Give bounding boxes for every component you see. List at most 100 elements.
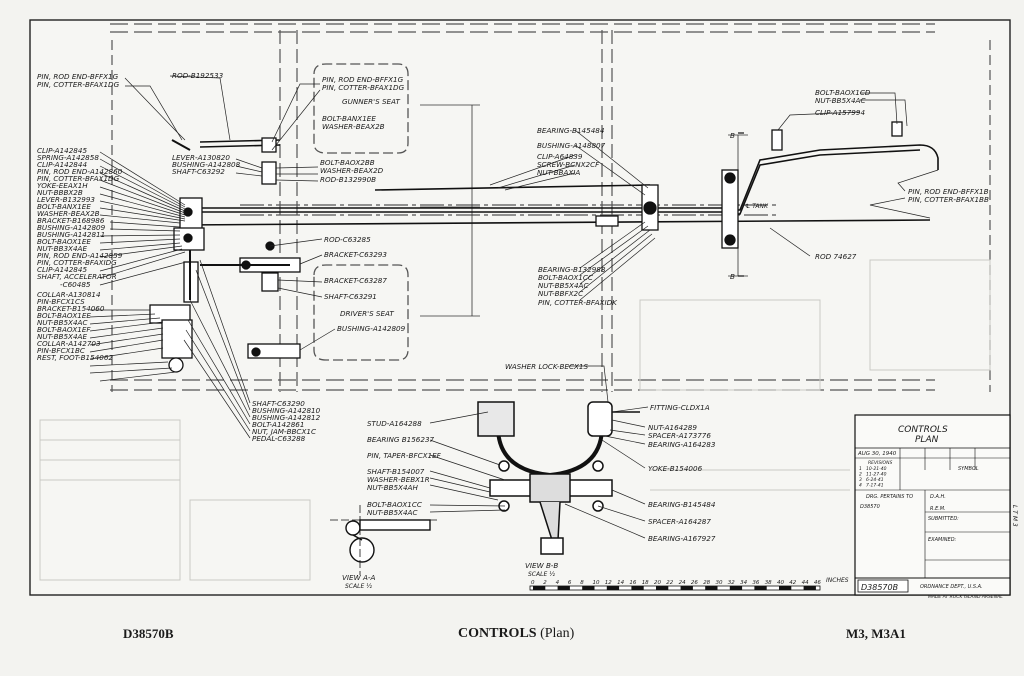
revision-date: 6-24-41	[866, 477, 884, 483]
label-tank-centerline: ℄ TANK	[745, 203, 769, 210]
title-dwg-number: D38570B	[861, 583, 898, 592]
scale-tick-label: 2	[543, 580, 547, 586]
label-view-bb: VIEW B-B	[525, 561, 558, 570]
label-bushing-a142809: BUSHING-A142809	[37, 223, 106, 232]
scale-tick-label: 30	[716, 580, 723, 586]
label-bolt-banx1ee: BOLT-BANX1EE	[37, 202, 91, 211]
label-washer-beax2b: WASHER-BEAX2B	[37, 209, 100, 218]
label-bushing-a142810: BUSHING-A142810	[252, 406, 321, 415]
label-washer-beax2d: WASHER-BEAX2D	[320, 166, 384, 175]
scale-tick-label: 20	[654, 580, 661, 586]
scale-tick-label: 4	[556, 580, 560, 586]
view-aa-detail	[330, 505, 440, 575]
title-dept: ORDNANCE DEPT., U.S.A.	[920, 584, 983, 590]
scale-tick-label: 6	[568, 580, 572, 586]
label-spring-a142858: SPRING-A142858	[37, 153, 99, 162]
revision-date: 7-17-41	[866, 483, 884, 489]
label-bearing-b145484: BEARING-B145484	[537, 126, 605, 135]
center-bearing-cluster	[595, 121, 903, 249]
caption-title: CONTROLS (Plan)	[458, 626, 574, 642]
scale-tick-label: 12	[605, 580, 612, 586]
caption-title-main: CONTROLS	[458, 626, 537, 641]
label-yoke-b154006: YOKE-B154006	[648, 464, 703, 473]
label-pin-rod-end-a142860: PIN, ROD END-A142860	[37, 167, 123, 176]
title-line-1: CONTROLS	[898, 425, 948, 435]
scale-bar-segments	[533, 586, 816, 590]
scale-bar-segment	[606, 586, 620, 590]
label-bearing-a164283: BEARING-A164283	[648, 440, 716, 449]
scale-bar-segment	[729, 586, 743, 590]
title-symbol: SYMBOL	[958, 466, 979, 472]
label-washer-beax2b-c: WASHER-BEAX2B	[322, 122, 385, 131]
label-shaft-c63291: SHAFT-C63291	[324, 292, 377, 301]
label-collar-a142703: COLLAR-A142703	[37, 339, 101, 348]
left-part-labels: PIN, ROD END-BFFX1G PIN, COTTER-BFAX1DG …	[37, 71, 224, 362]
label-bolt-baox1ef: BOLT-BAOX1EF	[37, 325, 91, 334]
label-shaft-accelerator: SHAFT, ACCELERATOR	[37, 272, 117, 281]
label-yoke-eeax1h: YOKE-EEAX1H	[37, 181, 88, 190]
label-bushing-a142811: BUSHING-A142811	[37, 230, 105, 239]
gunners-seat-outline	[313, 63, 409, 154]
title-drawn-by: D.A.H.	[930, 494, 946, 500]
label-pin-bfcx1bc: PIN-BFCX1BC	[37, 346, 85, 355]
label-bracket-c63287: BRACKET-C63287	[324, 276, 387, 285]
label-bolt-baox1cc: BOLT-BAOX1CC	[538, 273, 593, 282]
drivers-seat-outline	[313, 264, 409, 361]
label-nut-bb5x4ac-r: NUT-BB5X4AC	[815, 96, 865, 105]
label-bearing-b156237: BEARING B156237	[367, 435, 435, 444]
revision-date: 11-27-40	[866, 472, 887, 478]
faded-background-detail	[39, 259, 991, 581]
label-pin-cotter-bfaxidg: PIN, COTTER-BFAXIDG	[37, 258, 117, 267]
title-checked-by: R.E.M.	[930, 506, 946, 512]
scale-tick-label: 0	[531, 580, 535, 586]
label-bolt-a142861: BOLT-A142861	[252, 420, 304, 429]
label-drivers-seat: DRIVER'S SEAT	[340, 309, 394, 318]
label-clip-a142845-b: CLIP-A142845	[37, 265, 87, 274]
label-screw-bcnx2cf: SCREW-BCNX2CF	[537, 160, 600, 169]
label-clip-a142845: CLIP-A142845	[37, 146, 87, 155]
label-shaft-c63290: SHAFT-C63290	[252, 399, 305, 408]
label-inches: INCHES	[826, 577, 849, 584]
label-nut-bb5x4ac-c: NUT-BB5X4AC	[538, 281, 588, 290]
scale-tick-label: 40	[777, 580, 784, 586]
label-bolt-baox1ee: BOLT-BAOX1EE	[37, 237, 91, 246]
label-pin-taper-bfcx1ef: PIN, TAPER-BFCX1EF	[367, 451, 442, 460]
scale-bar-segment	[680, 586, 693, 590]
label-spacer-a164287: SPACER-A164287	[648, 517, 711, 526]
label-shaft-c63292: SHAFT-C63292	[172, 167, 225, 176]
label-pin-cotter-bfax1dg: PIN, COTTER-BFAX1DG	[37, 80, 120, 89]
label-clip-a64839: CLIP-A64839	[537, 152, 583, 161]
label-nut-bb5x4ah: NUT-BB5X4AH	[367, 483, 418, 492]
left-linkage-cluster	[149, 137, 301, 373]
label-view-aa: VIEW A-A	[342, 573, 375, 582]
label-bearing-b145484-v: BEARING-B145484	[648, 500, 716, 509]
scale-bar-segment	[582, 586, 595, 590]
label-rod-b192533: ROD-B192533	[172, 71, 224, 80]
label-bushing-a142812: BUSHING-A142812	[252, 413, 321, 422]
label-bushing-a142808: BUSHING-A142808	[172, 160, 241, 169]
label-clip-a142844: CLIP-A142844	[37, 160, 87, 169]
label-nut-jam-bbcx1c: NUT, JAM-BBCX1C	[252, 427, 316, 436]
label-nut-bbfx2c: NUT-BBFX2C	[538, 289, 583, 298]
label-bushing-a142809-c: BUSHING-A142809	[337, 324, 406, 333]
title-pertains-number: D38570	[860, 504, 880, 510]
label-pedal-c63288: PEDAL-C63288	[252, 434, 306, 443]
label-rest-foot-b154062: REST, FOOT-B154062	[37, 353, 113, 362]
label-bolt-baox1cc-v: BOLT-BAOX1CC	[367, 500, 422, 509]
center-right-part-labels: BEARING-B145484 BUSHING-A148807 CLIP-A64…	[537, 126, 769, 307]
label-nut-bb3x4ae: NUT-BB3X4AE	[37, 244, 87, 253]
scale-tick-label: 34	[740, 580, 747, 586]
label-clip-a157994: CLIP-A157994	[815, 108, 865, 117]
section-bb-markers	[738, 132, 744, 277]
label-bolt-baox2bb: BOLT-BAOX2BB	[320, 158, 375, 167]
view-bb-yoke-assembly	[477, 401, 640, 555]
scale-tick-label: 8	[580, 580, 584, 586]
title-side-code: L T M 3	[1011, 505, 1018, 527]
label-bracket-b168986: BRACKET-B168986	[37, 216, 105, 225]
scale-tick-label: 42	[789, 580, 796, 586]
revision-number: 4	[859, 483, 862, 489]
